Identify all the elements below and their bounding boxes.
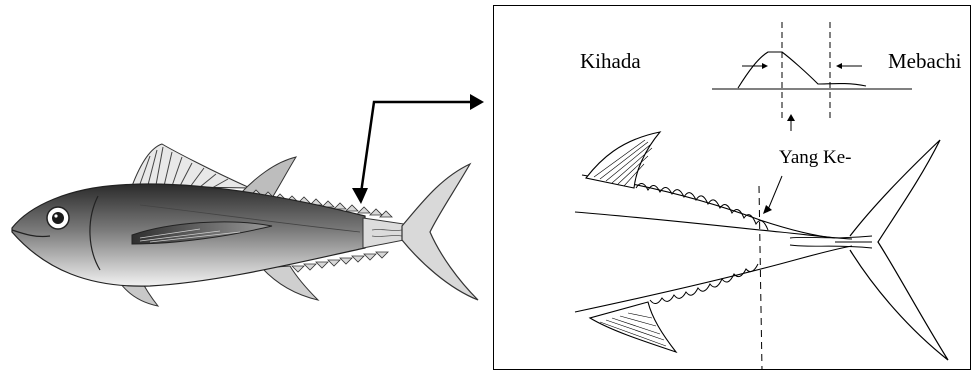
label-mebachi: Mebachi <box>888 49 961 74</box>
detail-upper-finlets <box>636 183 768 230</box>
label-kihada: Kihada <box>580 49 641 74</box>
label-yang-ke: Yang Ke- <box>777 147 853 169</box>
finlet-pointer <box>763 176 782 214</box>
detail-caudal-fin <box>850 140 948 360</box>
detail-keel <box>790 236 872 248</box>
detail-anal-fin <box>590 302 676 352</box>
profile-graph <box>712 22 912 131</box>
detail-lower-body <box>575 246 852 312</box>
detail-lower-finlets <box>650 264 758 304</box>
detail-dorsal-fin <box>586 132 660 188</box>
